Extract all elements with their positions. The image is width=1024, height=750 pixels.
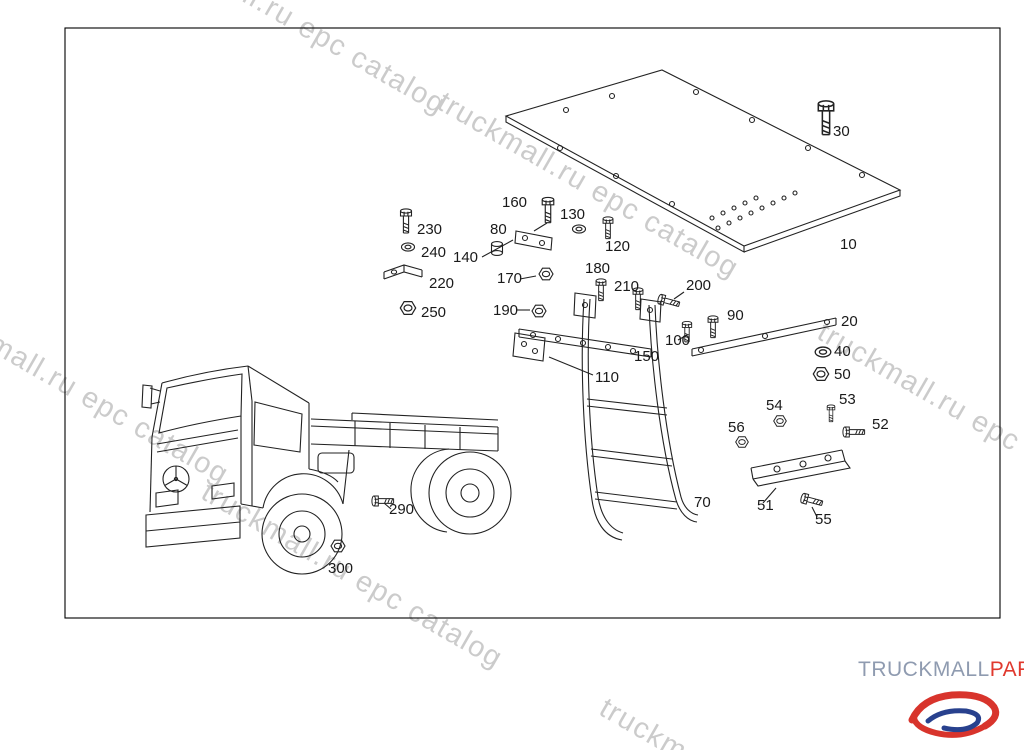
logo-parts-label: PARTS	[989, 658, 1024, 681]
part-label-150: 150	[634, 348, 659, 365]
truckmall-logo-text: TRUCKMALLPARTS	[858, 658, 1024, 682]
washer-40-icon	[814, 346, 832, 358]
part-label-53: 53	[839, 391, 856, 408]
part-label-170: 170	[497, 270, 522, 287]
part-label-190: 190	[493, 302, 518, 319]
ladder-frame-70	[573, 292, 699, 541]
part-label-140: 140	[453, 249, 478, 266]
part-label-100: 100	[665, 332, 690, 349]
strip-20	[691, 317, 837, 357]
bolt-230-icon	[399, 208, 413, 234]
part-label-54: 54	[766, 397, 783, 414]
part-label-51: 51	[757, 497, 774, 514]
bolt-52-icon	[842, 426, 866, 438]
nut-300-icon	[330, 539, 346, 553]
part-label-200: 200	[686, 277, 711, 294]
bolt-30-icon	[817, 100, 835, 136]
truckmall-logo: TRUCKMALLPARTS	[858, 658, 1024, 738]
bracket-strip-150	[518, 328, 652, 358]
part-label-10: 10	[840, 236, 857, 253]
part-label-80: 80	[490, 221, 507, 238]
part-label-90: 90	[727, 307, 744, 324]
part-label-55: 55	[815, 511, 832, 528]
part-label-290: 290	[389, 501, 414, 518]
logo-truckmall-label: TRUCKMALL	[858, 658, 990, 681]
part-label-40: 40	[834, 343, 851, 360]
platform-plate-10	[504, 69, 902, 253]
diagram-border	[64, 27, 1001, 619]
nut-56-icon	[735, 436, 749, 448]
truck-chassis-drawing	[141, 365, 512, 575]
part-label-300: 300	[328, 560, 353, 577]
bolt-180-icon	[595, 278, 607, 302]
stud-53-icon	[826, 404, 836, 423]
bolt-120-icon	[602, 216, 614, 240]
bracket-220	[383, 264, 423, 280]
bolt-90-icon	[707, 315, 719, 339]
part-label-210: 210	[614, 278, 639, 295]
part-label-160: 160	[502, 194, 527, 211]
washer-130-icon	[571, 224, 587, 234]
bolt-160-icon	[541, 196, 555, 224]
part-labels: 30 10 160 130 230 240 80 140 120 220 170…	[328, 123, 889, 577]
part-label-230: 230	[417, 221, 442, 238]
bracket-110	[512, 332, 546, 362]
nut-190-icon	[531, 304, 547, 318]
part-label-120: 120	[605, 238, 630, 255]
part-label-180: 180	[585, 260, 610, 277]
spacer-80	[490, 241, 504, 256]
nut-170-icon	[538, 267, 554, 281]
nut-54-icon	[773, 415, 787, 427]
part-label-220: 220	[429, 275, 454, 292]
part-label-20: 20	[841, 313, 858, 330]
bracket-plate-51	[750, 449, 851, 487]
part-label-70: 70	[694, 494, 711, 511]
part-label-110: 110	[595, 369, 619, 386]
part-label-250: 250	[421, 304, 446, 321]
washer-240-icon	[400, 242, 416, 252]
plate-140	[514, 230, 553, 251]
part-label-50: 50	[834, 366, 851, 383]
part-label-130: 130	[560, 206, 585, 223]
part-label-30: 30	[833, 123, 850, 140]
leader-lines	[383, 222, 818, 518]
nut-50-icon	[812, 367, 830, 381]
part-label-240: 240	[421, 244, 446, 261]
part-label-52: 52	[872, 416, 889, 433]
part-label-56: 56	[728, 419, 745, 436]
bolt-55-icon	[799, 492, 824, 509]
truckmall-swirl-icon	[908, 691, 1000, 738]
nut-250-icon	[399, 301, 417, 315]
